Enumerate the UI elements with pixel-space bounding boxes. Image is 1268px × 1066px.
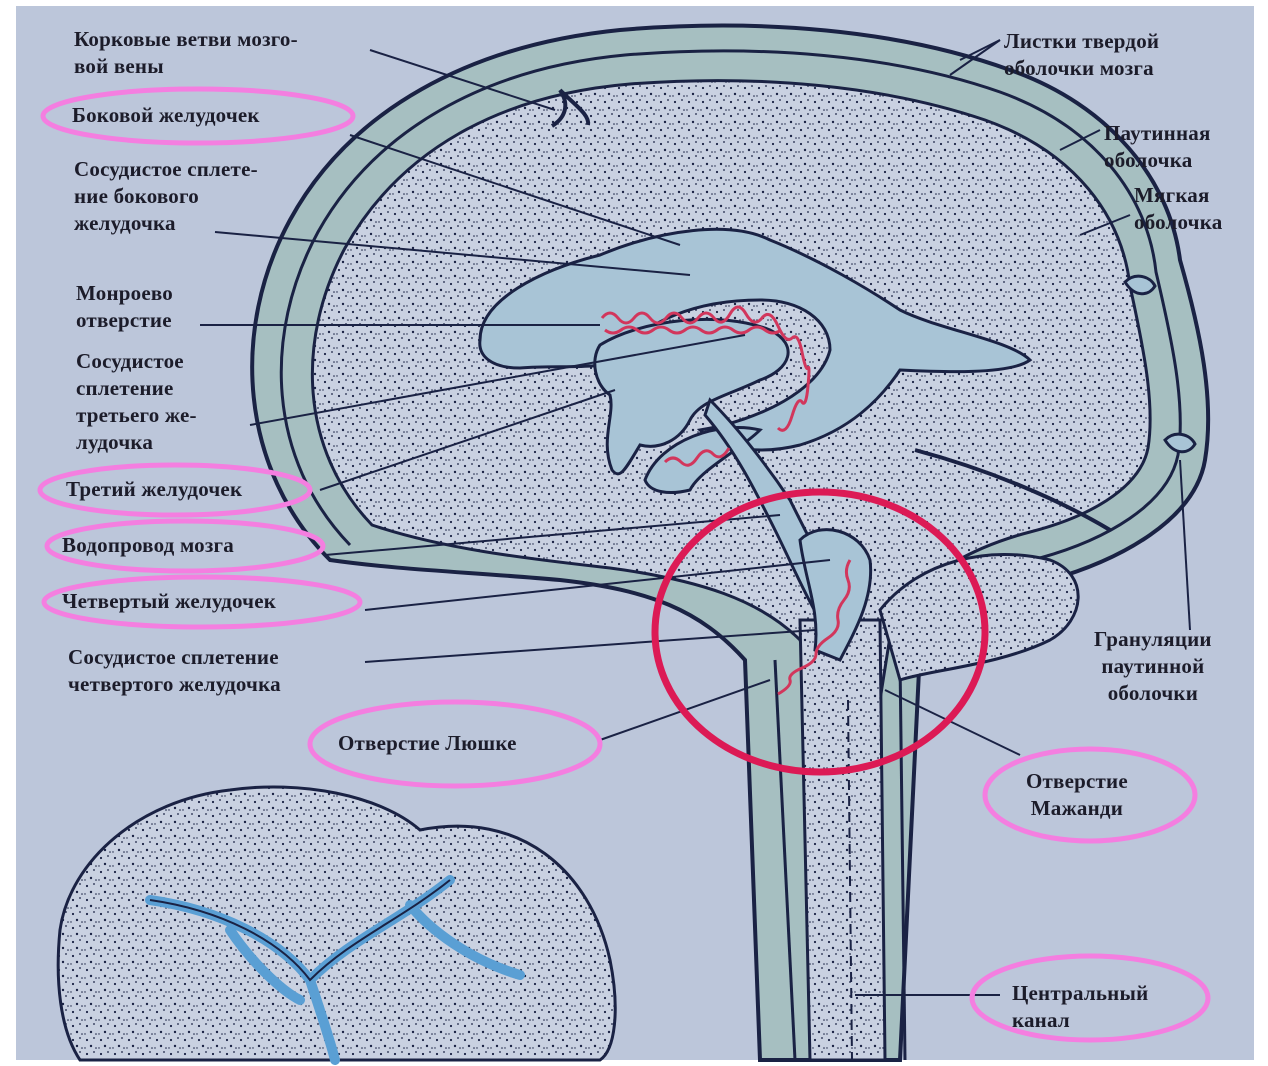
- label-choroid-fourth: Сосудистое сплетение четвертого желудочк…: [68, 644, 281, 698]
- label-fourth-ventricle: Четвертый желудочек: [62, 588, 276, 615]
- label-third-ventricle: Третий желудочек: [66, 476, 242, 503]
- label-lateral-ventricle: Боковой желудочек: [72, 102, 260, 129]
- label-choroid-lateral: Сосудистое сплете- ние бокового желудочк…: [74, 156, 258, 237]
- label-monro: Монроево отверстие: [76, 280, 173, 334]
- label-dura-layers: Листки твердой оболочки мозга: [1004, 28, 1159, 82]
- label-central-canal: Центральный канал: [1012, 980, 1148, 1034]
- label-cortical-veins: Корковые ветви мозго- вой вены: [74, 26, 298, 80]
- label-arachnoid: Паутинная оболочка: [1104, 120, 1211, 174]
- label-granulations: Грануляции паутинной оболочки: [1094, 626, 1212, 707]
- label-luschka: Отверстие Люшке: [338, 730, 517, 757]
- label-aqueduct: Водопровод мозга: [62, 532, 234, 559]
- label-pia-mater: Мягкая оболочка: [1134, 182, 1222, 236]
- label-magendie: Отверстие Мажанди: [1026, 768, 1128, 822]
- label-choroid-third: Сосудистое сплетение третьего же- лудочк…: [76, 348, 197, 456]
